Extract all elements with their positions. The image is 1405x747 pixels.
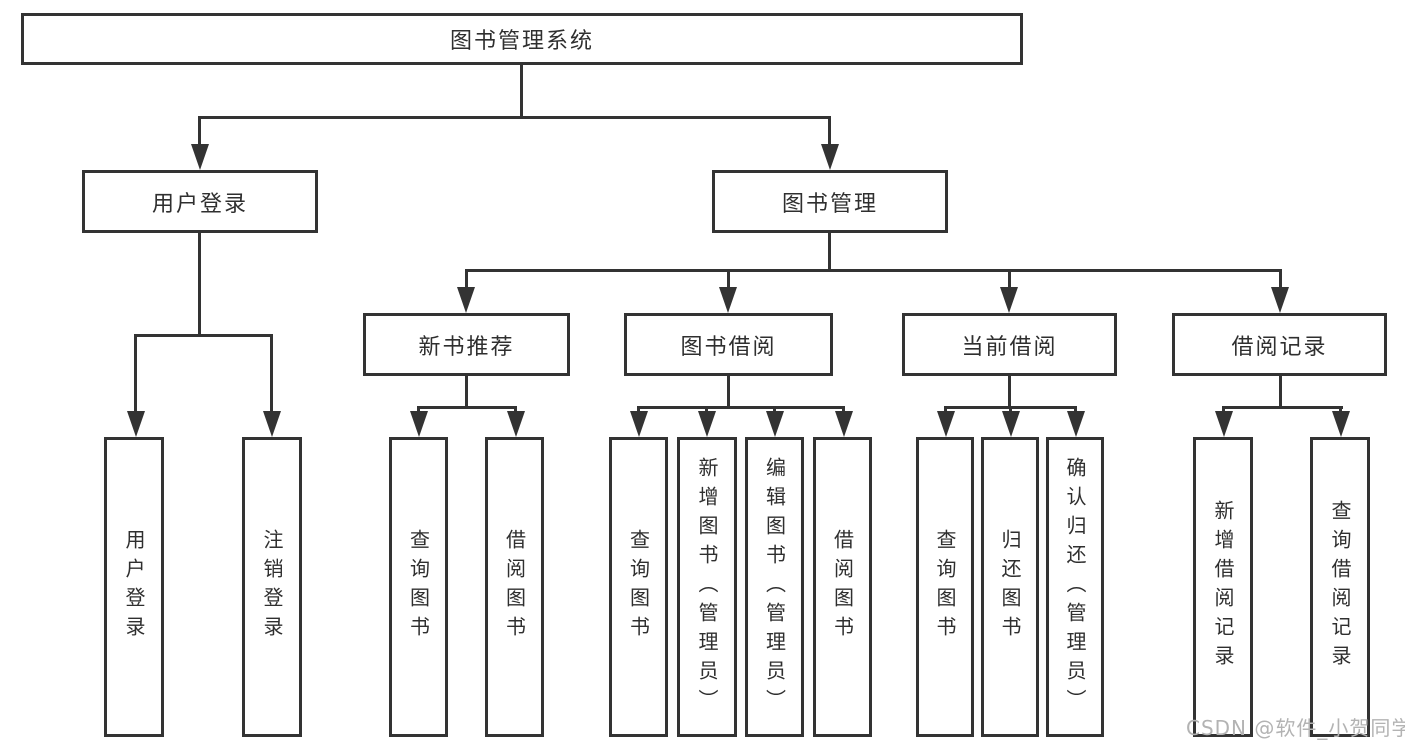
arrow-down-icon [1000,287,1018,313]
connector-line [134,334,137,414]
arrow-down-icon [937,411,955,437]
leaf-confirm-return-admin-label: 确认归还（管理员） [1063,456,1087,718]
leaf-query-books-current: 查询图书 [916,437,974,737]
arrow-down-icon [698,411,716,437]
arrow-down-icon [835,411,853,437]
node-borrow-records: 借阅记录 [1172,313,1387,376]
connector-line [1009,406,1012,414]
connector-line [198,116,201,148]
connector-line [727,375,730,408]
connector-line [465,375,468,408]
leaf-query-borrow-record: 查询借阅记录 [1310,437,1370,737]
arrow-down-icon [457,287,475,313]
leaf-query-books-borrow-label: 查询图书 [626,529,651,645]
leaf-add-books-admin: 新增图书（管理员） [677,437,737,737]
arrow-down-icon [410,411,428,437]
node-library-system-label: 图书管理系统 [449,29,594,54]
leaf-query-books-newbooks: 查询图书 [389,437,448,737]
leaf-query-books-newbooks-label: 查询图书 [406,529,431,645]
node-library-system: 图书管理系统 [21,13,1023,65]
connector-line [520,65,523,118]
leaf-borrow-books-label: 借阅图书 [830,529,855,645]
leaf-query-books-current-label: 查询图书 [933,529,957,645]
leaf-borrow-books-newbooks-label: 借阅图书 [502,529,527,645]
leaf-edit-books-admin-label: 编辑图书（管理员） [762,456,787,718]
leaf-edit-books-admin: 编辑图书（管理员） [745,437,804,737]
connector-line [1339,406,1342,414]
arrow-down-icon [263,411,281,437]
leaf-add-books-admin-label: 新增图书（管理员） [695,456,719,718]
connector-line [705,406,708,414]
leaf-add-borrow-record-label: 新增借阅记录 [1211,500,1235,674]
arrow-down-icon [1067,411,1085,437]
leaf-user-login-label: 用户登录 [122,529,146,645]
leaf-return-books: 归还图书 [981,437,1039,737]
connector-line [465,269,468,291]
node-current-borrow-label: 当前借阅 [961,334,1058,360]
connector-line [727,269,730,291]
arrow-down-icon [1215,411,1233,437]
connector-line [1074,406,1077,414]
leaf-add-borrow-record: 新增借阅记录 [1193,437,1253,737]
connector-line [1279,375,1282,408]
connector-line [198,116,831,119]
connector-line [134,334,273,337]
leaf-borrow-books-newbooks: 借阅图书 [485,437,544,737]
node-user-login: 用户登录 [82,170,318,233]
node-book-management-label: 图书管理 [781,191,878,217]
arrow-down-icon [719,287,737,313]
leaf-logout-label: 注销登录 [260,529,284,645]
node-current-borrow: 当前借阅 [902,313,1117,376]
node-new-book-recommend: 新书推荐 [363,313,570,376]
arrow-down-icon [1332,411,1350,437]
node-book-management: 图书管理 [712,170,948,233]
arrow-down-icon [821,144,839,170]
arrow-down-icon [1271,287,1289,313]
connector-line [842,406,845,414]
connector-line [1222,406,1225,414]
arrow-down-icon [507,411,525,437]
leaf-query-books-borrow: 查询图书 [609,437,668,737]
node-borrow-records-label: 借阅记录 [1231,334,1328,360]
connector-line [465,269,1282,272]
leaf-user-login: 用户登录 [104,437,164,737]
arrow-down-icon [766,411,784,437]
connector-line [828,116,831,148]
connector-line [270,334,273,414]
watermark: CSDN @软件_小贺同学 [1186,716,1405,740]
connector-line [1222,406,1343,409]
connector-line [514,406,517,414]
connector-line [773,406,776,414]
leaf-logout: 注销登录 [242,437,302,737]
connector-line [198,232,201,336]
connector-line [1008,269,1011,291]
leaf-query-borrow-record-label: 查询借阅记录 [1328,500,1352,674]
leaf-return-books-label: 归还图书 [998,529,1022,645]
connector-line [944,406,947,414]
arrow-down-icon [1002,411,1020,437]
connector-line [637,406,640,414]
arrow-down-icon [191,144,209,170]
connector-line [637,406,845,409]
node-user-login-label: 用户登录 [151,191,248,217]
leaf-borrow-books: 借阅图书 [813,437,872,737]
arrow-down-icon [127,411,145,437]
node-book-borrow-label: 图书借阅 [680,334,777,360]
node-book-borrow: 图书借阅 [624,313,833,376]
node-new-book-recommend-label: 新书推荐 [418,334,515,360]
connector-line [417,406,517,409]
connector-line [1008,375,1011,408]
connector-line [828,232,831,272]
leaf-confirm-return-admin: 确认归还（管理员） [1046,437,1104,737]
connector-line [1279,269,1282,291]
arrow-down-icon [630,411,648,437]
connector-line [417,406,420,414]
